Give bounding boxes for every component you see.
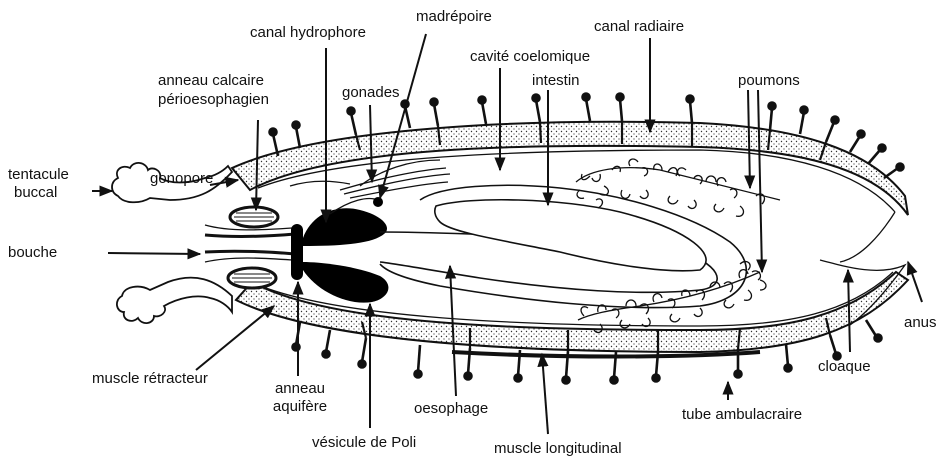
label-muscle-retracteur: muscle rétracteur — [92, 370, 208, 388]
label-anneau-aquifere-2: aquifère — [262, 398, 338, 416]
label-canal-hydrophore: canal hydrophore — [250, 24, 366, 42]
polian-vesicle-upper — [303, 208, 387, 246]
label-vesicule-de-poli: vésicule de Poli — [312, 434, 416, 452]
label-canal-radiaire: canal radiaire — [594, 18, 684, 36]
label-madreporite: madrépoire — [416, 8, 492, 26]
label-anneau-calcaire-1: anneau calcaire — [158, 72, 264, 90]
label-tentacule-buccal-1: tentacule — [8, 166, 69, 184]
label-cavite-coelomique: cavité coelomique — [470, 48, 590, 66]
body-wall-upper — [232, 122, 908, 215]
respiratory-tree-lower — [578, 262, 766, 333]
label-anneau-calcaire-2: périoesophagien — [158, 91, 269, 109]
label-cloaque: cloaque — [818, 358, 871, 376]
label-tube-ambulacraire: tube ambulacraire — [682, 406, 802, 424]
label-anus: anus — [904, 314, 937, 332]
polian-vesicle-lower — [303, 262, 388, 303]
label-anneau-aquifere-1: anneau — [262, 380, 338, 398]
label-tentacule-buccal-2: buccal — [14, 184, 57, 202]
label-gonades: gonades — [342, 84, 400, 102]
label-oesophage: oesophage — [414, 400, 488, 418]
madreporite — [373, 197, 383, 207]
tentacle-lower — [117, 278, 232, 324]
label-bouche: bouche — [8, 244, 57, 262]
label-gonopore: gonopore — [150, 170, 213, 188]
label-muscle-longitudinal: muscle longitudinal — [494, 440, 622, 458]
label-intestin: intestin — [532, 72, 580, 90]
label-poumons: poumons — [738, 72, 800, 90]
aquiferous-ring — [291, 224, 303, 280]
longitudinal-muscle — [452, 352, 760, 357]
